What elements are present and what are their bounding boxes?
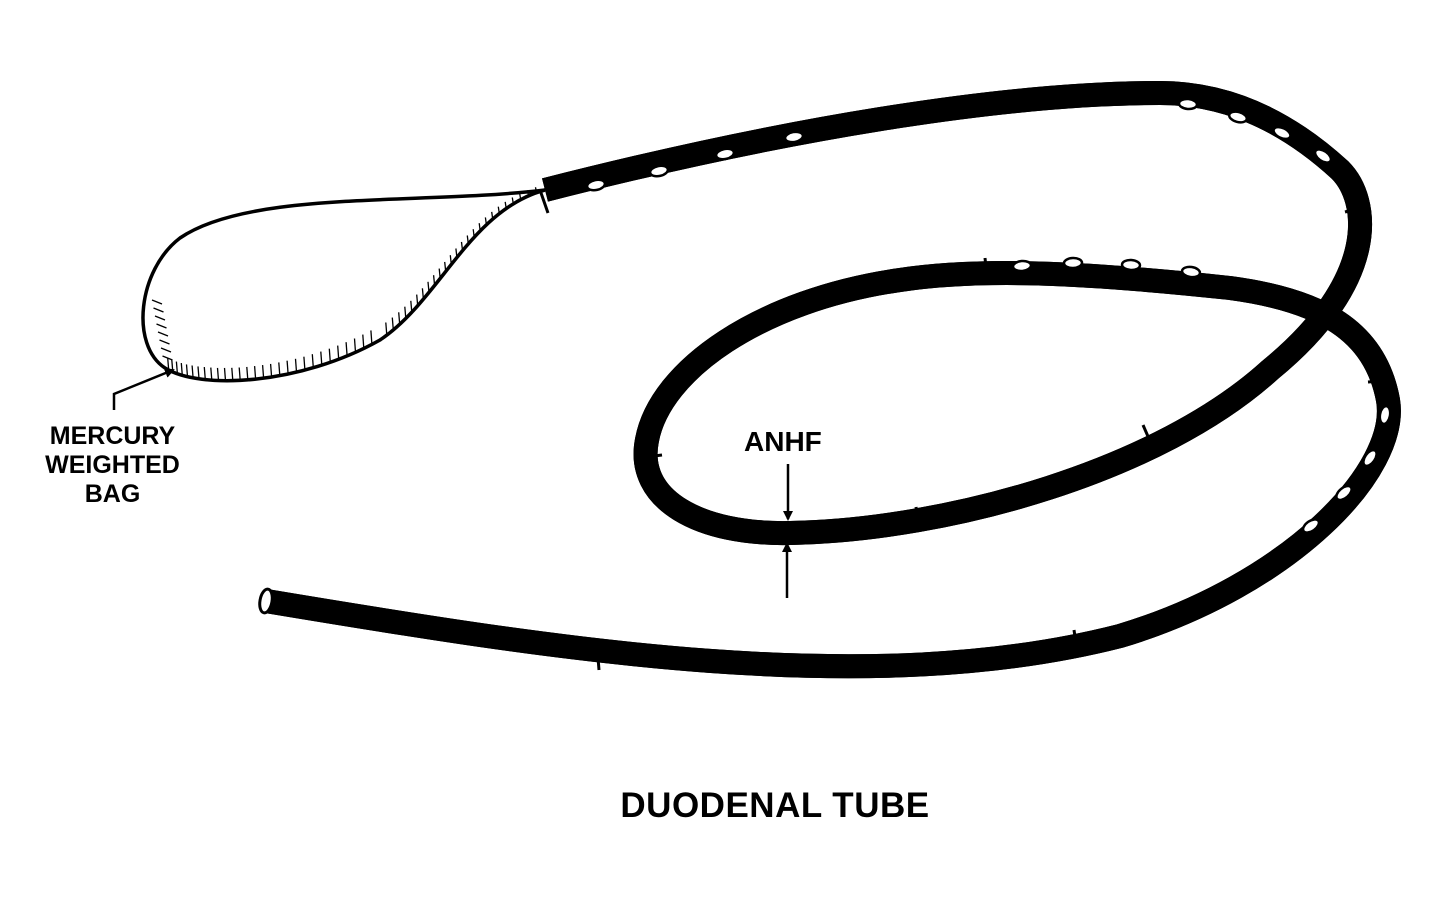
hatch-stroke (303, 356, 306, 371)
hatch-stroke (432, 275, 436, 286)
hatch-stroke (151, 299, 163, 305)
hatch-stroke (216, 367, 220, 381)
hatch-stroke (160, 347, 172, 353)
tube-body (266, 81, 1389, 666)
bag-label: MERCURY WEIGHTED BAG (20, 422, 205, 509)
hatch-stroke (153, 307, 164, 313)
hatch-stroke (534, 187, 538, 193)
hatch-stroke (223, 367, 227, 381)
hatch-stroke (238, 367, 241, 381)
hatch-stroke (154, 315, 166, 321)
hatch-stroke (362, 334, 365, 349)
hatch-stroke (416, 294, 419, 306)
tube-tip (258, 587, 274, 615)
hatch-stroke (294, 358, 298, 373)
drainage-holes (585, 97, 1392, 534)
hatch-stroke (197, 366, 200, 379)
bag-label-line-2: WEIGHTED (45, 451, 180, 479)
hatch-stroke (444, 261, 447, 272)
hatch-stroke (156, 323, 167, 329)
hatch-stroke (328, 348, 331, 363)
hatch-stroke (231, 367, 234, 381)
diagram-title: DUODENAL TUBE (620, 786, 930, 825)
hatch-stroke (157, 331, 169, 337)
hatch-stroke (320, 351, 323, 366)
hatch-stroke (511, 197, 514, 204)
hatch-stroke (191, 365, 194, 378)
hatch-stroke (398, 312, 401, 325)
bag-label-line-1: MERCURY (49, 422, 176, 450)
hatch-stroke (438, 268, 441, 279)
diameter-dimension-arrows (782, 464, 793, 598)
hatch-stroke (484, 217, 488, 225)
hatch-stroke (210, 367, 213, 381)
hatch-stroke (180, 363, 183, 376)
hatch-stroke (410, 300, 413, 313)
hatch-stroke (185, 364, 189, 377)
hatch-stroke (497, 206, 500, 214)
dimension-label: ANHF (744, 426, 822, 457)
hatch-stroke (278, 362, 281, 376)
hatch-stroke (421, 288, 425, 300)
hatch-stroke (203, 367, 206, 380)
hatch-stroke (385, 322, 388, 336)
hatch-stroke (504, 201, 507, 209)
hatch-stroke (491, 211, 494, 220)
hatch-stroke (311, 354, 314, 368)
hatch-stroke (427, 281, 430, 293)
bag-shading (151, 187, 538, 381)
hatch-stroke (353, 338, 357, 353)
hatch-stroke (472, 229, 475, 238)
hatch-stroke (162, 355, 173, 361)
bag-leader-arrow (112, 368, 175, 410)
hatch-stroke (286, 360, 289, 375)
hatch-stroke (449, 255, 452, 265)
hatch-stroke (253, 366, 257, 380)
hatch-stroke (404, 306, 407, 319)
hatch-stroke (337, 345, 340, 360)
hatch-stroke (455, 248, 458, 258)
hatch-stroke (167, 357, 170, 371)
segment-marks (595, 203, 1395, 671)
hatch-stroke (345, 342, 348, 356)
hatch-stroke (261, 365, 265, 379)
hatch-stroke (269, 363, 273, 378)
hatch-stroke (370, 330, 373, 345)
bag-label-line-3: BAG (84, 480, 141, 508)
hatch-stroke (175, 361, 179, 374)
hatch-stroke (460, 241, 464, 251)
mercury-weighted-bag (141, 187, 550, 383)
hatch-stroke (466, 235, 469, 244)
hatch-stroke (391, 317, 394, 330)
hatch-stroke (159, 339, 170, 345)
hatch-stroke (519, 193, 522, 200)
hatch-stroke (478, 223, 481, 232)
hatch-stroke (246, 366, 249, 380)
hatch-stroke (526, 190, 530, 196)
